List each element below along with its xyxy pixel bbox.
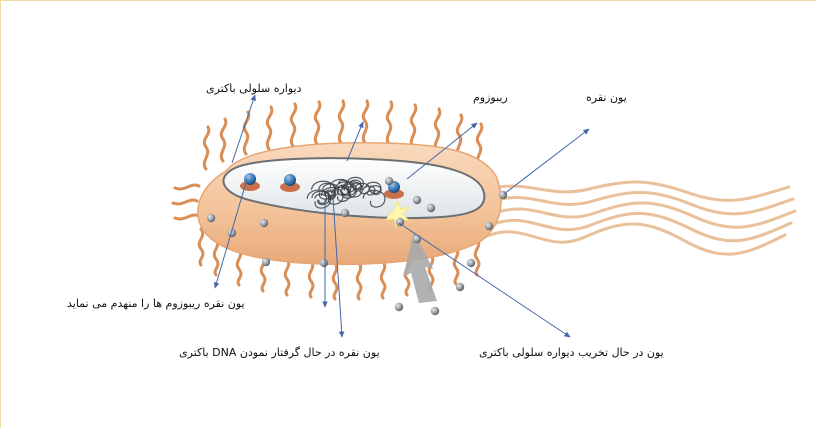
pilus: [175, 185, 199, 189]
silver-ion: [207, 214, 215, 222]
pilus: [411, 105, 416, 147]
pilus: [285, 259, 289, 295]
pilus: [357, 263, 361, 299]
pilus: [267, 107, 272, 149]
pilus: [333, 263, 337, 299]
pilus: [244, 112, 249, 154]
pilus: [175, 215, 199, 219]
silver-ion: [260, 219, 268, 227]
pilus: [199, 229, 203, 265]
pilus: [173, 200, 197, 204]
silver-ion: [467, 259, 475, 267]
pilus: [315, 102, 320, 144]
silver-ion: [431, 307, 439, 315]
label-ion-destroys-ribosomes: یون نقره ریبوزوم ها را منهدم می نماید: [67, 297, 245, 310]
pilus: [381, 262, 385, 298]
pilus: [204, 127, 209, 169]
silver-ion: [427, 204, 435, 212]
silver-ion: [413, 196, 421, 204]
pointer-arrow: [232, 95, 255, 163]
flagella: [485, 182, 795, 254]
silver-ion: [262, 258, 270, 266]
label-silver-ion: یون نقره: [586, 91, 627, 104]
pilus: [309, 261, 313, 297]
label-ion-destroying-wall: یون در حال تخریب دیواره سلولی باکتری: [479, 346, 664, 359]
silver-ion: [320, 259, 328, 267]
pilus: [387, 102, 392, 144]
pilus: [214, 239, 218, 275]
silver-ion: [341, 209, 349, 217]
silver-ion: [396, 218, 404, 226]
silver-ion: [385, 177, 393, 185]
label-ion-capturing-dna: یون نقره در حال گرفتار نمودن DNA باکتری: [179, 346, 380, 359]
silver-ion: [395, 303, 403, 311]
pilus: [435, 109, 440, 151]
pilus: [363, 101, 368, 143]
label-ribosome: ریبوزوم: [473, 91, 508, 104]
silver-ion: [485, 222, 493, 230]
pilus: [221, 119, 226, 161]
label-cell-wall: دیواره سلولی باکتری: [206, 82, 301, 95]
pilus: [454, 248, 458, 284]
pilus: [237, 249, 241, 285]
pointer-arrow: [504, 129, 589, 194]
pilus: [291, 104, 296, 146]
pilus: [339, 101, 344, 143]
silver-ion: [456, 283, 464, 291]
silver-ion: [413, 235, 421, 243]
